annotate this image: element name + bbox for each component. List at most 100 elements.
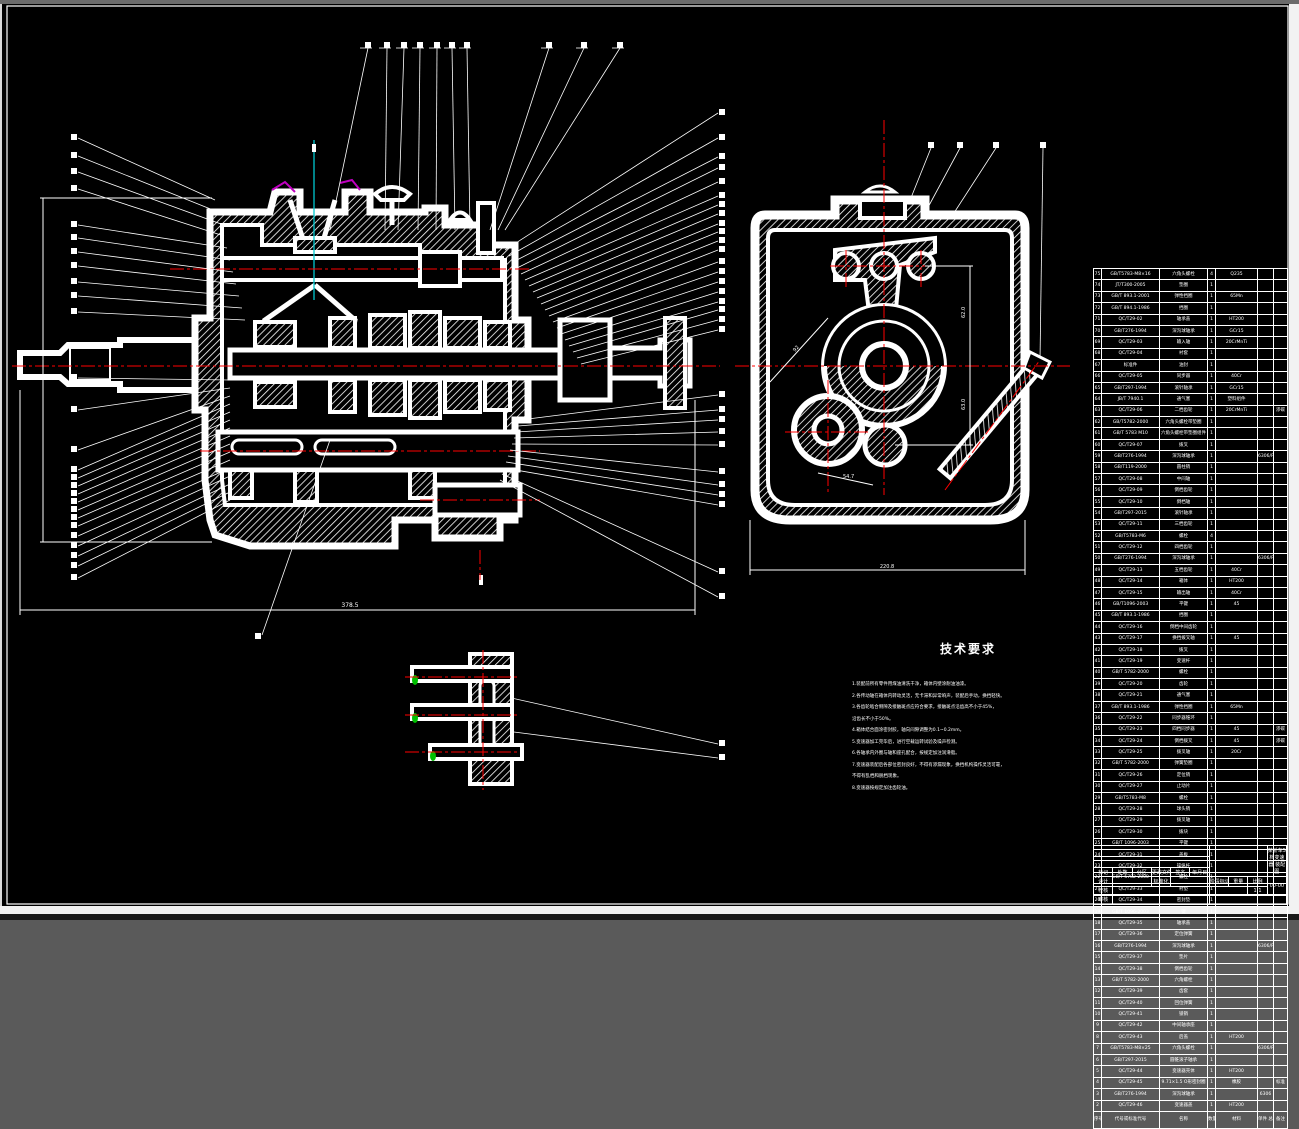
- balloon-marker[interactable]: [71, 562, 77, 568]
- balloon-marker[interactable]: [719, 246, 725, 252]
- part-weight: [1257, 734, 1274, 748]
- balloon-marker[interactable]: [434, 42, 440, 48]
- balloon-marker[interactable]: [365, 42, 371, 48]
- balloon-marker[interactable]: [71, 446, 77, 452]
- balloon-marker[interactable]: [71, 134, 77, 140]
- leader-line: [489, 47, 550, 231]
- balloon-marker[interactable]: [719, 441, 725, 447]
- balloon-marker[interactable]: [71, 262, 77, 268]
- balloon-marker[interactable]: [71, 248, 77, 254]
- leader-line: [77, 411, 231, 479]
- balloon-marker[interactable]: [581, 42, 587, 48]
- part-qty: 1: [1207, 404, 1216, 418]
- balloon-marker[interactable]: [719, 192, 725, 198]
- balloon-marker[interactable]: [719, 288, 725, 294]
- balloon-marker[interactable]: [719, 258, 725, 264]
- balloon-marker[interactable]: [401, 42, 407, 48]
- leader-line: [417, 47, 421, 231]
- balloon-marker[interactable]: [255, 633, 261, 639]
- part-code: QC/T29-44: [1101, 1065, 1160, 1078]
- balloon-marker[interactable]: [71, 278, 77, 284]
- part-remark: 渗碳: [1273, 734, 1288, 748]
- balloon-marker[interactable]: [719, 164, 725, 170]
- balloon-marker[interactable]: [71, 490, 77, 496]
- part-material: [1215, 712, 1258, 725]
- leader-line: [528, 204, 719, 287]
- part-remark: [1273, 336, 1288, 349]
- balloon-marker[interactable]: [719, 220, 725, 226]
- balloon-marker[interactable]: [719, 201, 725, 207]
- balloon-marker[interactable]: [449, 42, 455, 48]
- balloon-marker[interactable]: [719, 468, 725, 474]
- balloon-marker[interactable]: [719, 298, 725, 304]
- balloon-marker[interactable]: [71, 152, 77, 158]
- balloon-marker[interactable]: [71, 234, 77, 240]
- balloon-marker[interactable]: [71, 292, 77, 298]
- balloon-marker[interactable]: [719, 153, 725, 159]
- balloon-marker[interactable]: [719, 178, 725, 184]
- balloon-marker[interactable]: [617, 42, 623, 48]
- part-code: QC/T29-05: [1101, 370, 1160, 383]
- balloon-marker[interactable]: [71, 532, 77, 538]
- part-number: 63: [1093, 404, 1102, 418]
- balloon-marker[interactable]: [71, 374, 77, 380]
- balloon-marker[interactable]: [71, 185, 77, 191]
- part-remark: [1273, 347, 1288, 361]
- balloon-marker[interactable]: [71, 168, 77, 174]
- part-name: 衬套: [1159, 347, 1208, 361]
- balloon-marker[interactable]: [71, 466, 77, 472]
- part-code: QC/T29-15: [1101, 586, 1160, 600]
- balloon-marker[interactable]: [719, 134, 725, 140]
- balloon-marker[interactable]: [71, 522, 77, 528]
- balloon-marker[interactable]: [719, 416, 725, 422]
- balloon-marker[interactable]: [719, 210, 725, 216]
- balloon-marker[interactable]: [719, 316, 725, 322]
- balloon-marker[interactable]: [71, 474, 77, 480]
- balloon-marker[interactable]: [719, 268, 725, 274]
- balloon-marker[interactable]: [719, 428, 725, 434]
- balloon-marker[interactable]: [928, 142, 934, 148]
- balloon-marker[interactable]: [417, 42, 423, 48]
- balloon-marker[interactable]: [993, 142, 999, 148]
- balloon-marker[interactable]: [719, 740, 725, 746]
- balloon-marker[interactable]: [719, 406, 725, 412]
- part-qty: 1: [1207, 723, 1216, 737]
- balloon-marker[interactable]: [71, 221, 77, 227]
- balloon-marker[interactable]: [71, 482, 77, 488]
- balloon-marker[interactable]: [719, 306, 725, 312]
- balloon-marker[interactable]: [719, 481, 725, 487]
- balloon-marker[interactable]: [71, 308, 77, 314]
- balloon-marker[interactable]: [1040, 142, 1046, 148]
- balloon-marker[interactable]: [719, 754, 725, 760]
- balloon-marker[interactable]: [957, 142, 963, 148]
- balloon-marker[interactable]: [719, 237, 725, 243]
- part-weight: [1257, 347, 1274, 361]
- balloon-marker[interactable]: [719, 278, 725, 284]
- balloon-marker[interactable]: [71, 542, 77, 548]
- balloon-marker[interactable]: [719, 326, 725, 332]
- balloon-marker[interactable]: [71, 574, 77, 580]
- part-number: 41: [1093, 655, 1102, 668]
- leader-line: [77, 499, 231, 579]
- balloon-marker[interactable]: [71, 498, 77, 504]
- balloon-marker[interactable]: [71, 552, 77, 558]
- balloon-marker[interactable]: [719, 568, 725, 574]
- part-weight: [1257, 632, 1274, 645]
- balloon-marker[interactable]: [719, 109, 725, 115]
- balloon-marker[interactable]: [464, 42, 470, 48]
- part-weight: [1257, 529, 1274, 543]
- balloon-marker[interactable]: [719, 391, 725, 397]
- balloon-marker[interactable]: [546, 42, 552, 48]
- balloon-marker[interactable]: [71, 506, 77, 512]
- balloon-marker[interactable]: [719, 491, 725, 497]
- balloon-marker[interactable]: [719, 228, 725, 234]
- balloon-marker[interactable]: [719, 593, 725, 599]
- balloon-marker[interactable]: [71, 514, 77, 520]
- balloon-marker[interactable]: [384, 42, 390, 48]
- part-code: QC/T29-11: [1101, 518, 1160, 532]
- balloon-marker[interactable]: [71, 406, 77, 412]
- balloon-marker[interactable]: [719, 501, 725, 507]
